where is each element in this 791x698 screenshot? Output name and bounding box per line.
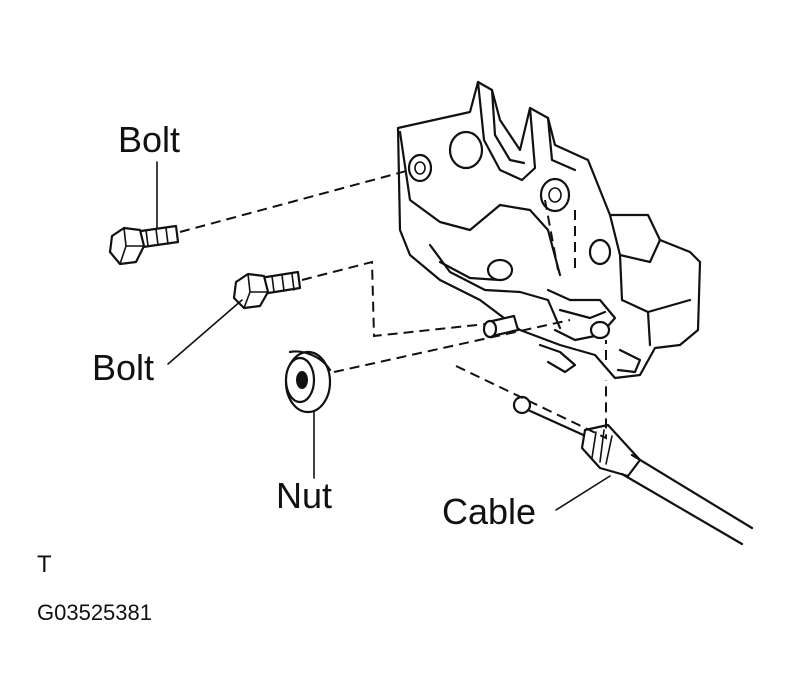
figure-code: G03525381 xyxy=(37,600,152,625)
nut xyxy=(284,350,332,414)
alignment-lines xyxy=(179,169,607,440)
leader-lines xyxy=(156,161,611,511)
corner-mark: T xyxy=(37,551,52,578)
nut-label: Nut xyxy=(276,475,333,516)
bolt-upper-label: Bolt xyxy=(118,119,181,160)
upper-bolt xyxy=(108,224,180,266)
cable xyxy=(512,395,754,546)
stud-bolt xyxy=(482,314,520,339)
lower-bolt xyxy=(232,270,302,310)
cable-label: Cable xyxy=(442,491,537,532)
door-lock-assembly xyxy=(396,80,702,380)
bolt-lower-label: Bolt xyxy=(92,347,155,388)
